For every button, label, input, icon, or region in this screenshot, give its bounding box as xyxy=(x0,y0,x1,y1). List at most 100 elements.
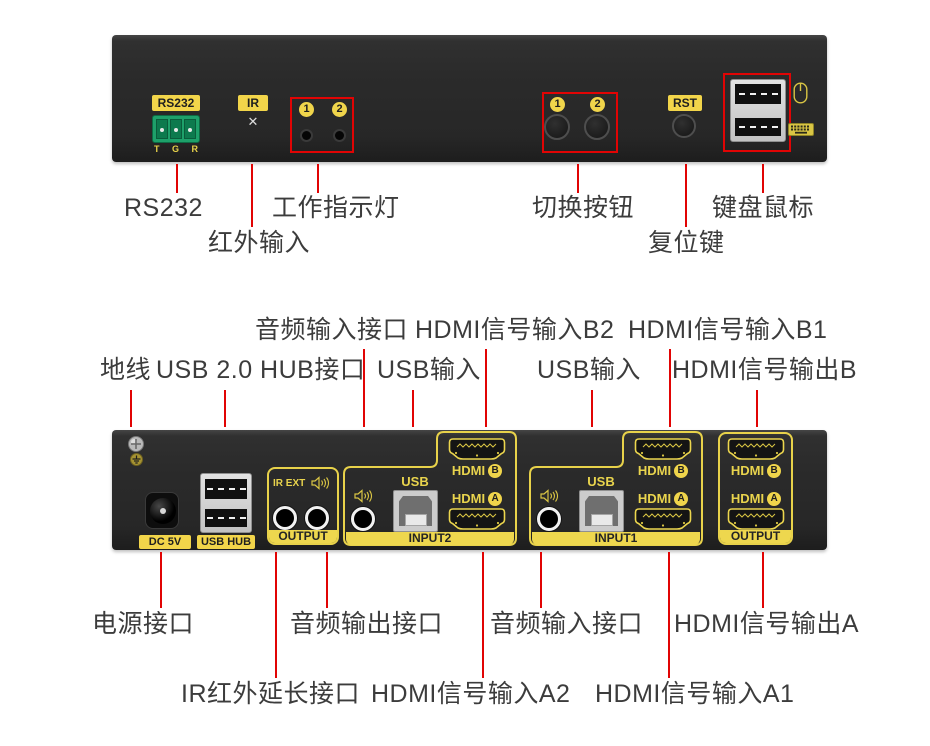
button1-number-badge: 1 xyxy=(550,97,565,112)
label-ground: 地线 xyxy=(100,356,152,384)
leader-reset-key xyxy=(685,164,687,227)
usb-in2-label: USB xyxy=(401,474,429,489)
rst-tag: RST xyxy=(668,95,702,111)
input2-bar: INPUT2 xyxy=(346,532,514,545)
hdmi-in-a2-port xyxy=(448,508,506,530)
leader-ir-ext xyxy=(275,552,277,678)
usb-in1-label: USB xyxy=(587,474,615,489)
leader-hdmi-in-a1 xyxy=(668,552,670,678)
switch-highlight-box xyxy=(542,92,618,153)
usb-port-bottom xyxy=(735,118,781,136)
leader-usb-in-2 xyxy=(412,390,414,427)
leader-audio-in-bottom xyxy=(540,552,542,608)
led-highlight-box xyxy=(290,97,354,153)
ir-receiver-mark: ✕ xyxy=(247,114,259,129)
leader-ground xyxy=(130,390,132,427)
keyboard-icon xyxy=(788,123,814,136)
dc-5v-tag: DC 5V xyxy=(139,535,191,549)
button2-number-badge: 2 xyxy=(590,97,605,112)
leader-hdmi-in-b2 xyxy=(485,349,487,427)
leader-hdmi-out-a xyxy=(762,552,764,608)
label-ir-ext: IR红外延长接口 xyxy=(181,680,361,708)
leader-audio-out xyxy=(326,552,328,608)
led2-indicator xyxy=(335,131,344,140)
usb-highlight-box xyxy=(723,73,791,152)
leader-usb-in-1 xyxy=(591,390,593,427)
label-audio-in-top: 音频输入接口 xyxy=(255,316,409,344)
input-section-outlines xyxy=(343,431,703,546)
hdmi-out-b-label: HDMI B xyxy=(727,463,785,478)
hdmi-out-b-port xyxy=(727,438,785,460)
label-hdmi-out-a: HDMI信号输出A xyxy=(674,610,860,638)
label-hdmi-in-a2: HDMI信号输入A2 xyxy=(371,680,571,708)
leader-kb-mouse xyxy=(762,164,764,193)
hdmi-b1-label: HDMI B xyxy=(634,463,692,478)
ir-ext-jack[interactable] xyxy=(273,506,297,530)
led1-number-badge: 1 xyxy=(299,102,314,117)
hdmi-in-b2-port xyxy=(448,438,506,460)
ir-ext-label: IR EXT xyxy=(273,478,306,489)
ground-screw xyxy=(128,436,144,452)
output-left-box xyxy=(267,467,339,545)
usb-hub-ports[interactable] xyxy=(200,473,252,533)
leader-work-led xyxy=(317,164,319,193)
label-kb-mouse: 键盘鼠标 xyxy=(712,194,815,222)
label-power: 电源接口 xyxy=(92,610,195,638)
leader-usb-hub xyxy=(224,390,226,427)
usb-hub-port-bottom xyxy=(205,509,247,527)
hdmi-a2-label: HDMI A xyxy=(448,491,506,506)
label-hdmi-in-b2: HDMI信号输入B2 xyxy=(415,316,615,344)
input1-bar: INPUT1 xyxy=(532,532,700,545)
label-hdmi-in-b1: HDMI信号输入B1 xyxy=(628,316,828,344)
audio-out-speaker-icon xyxy=(311,476,330,490)
label-usb-in-2: USB输入 xyxy=(377,356,481,384)
usb-in1-port[interactable] xyxy=(579,490,624,532)
hdmi-out-a-label: HDMI A xyxy=(727,491,785,506)
label-hdmi-out-b: HDMI信号输出B xyxy=(672,356,858,384)
ir-tag: IR xyxy=(238,95,268,111)
label-usb-in-1: USB输入 xyxy=(537,356,641,384)
front-panel: RS232 T G R IR ✕ 1 2 1 2 RST xyxy=(112,35,827,162)
mouse-icon xyxy=(793,82,808,104)
output-right-box xyxy=(718,432,793,545)
usb-port-top xyxy=(735,84,781,104)
leader-power xyxy=(160,552,162,608)
led1-indicator xyxy=(302,131,311,140)
switch-button-2[interactable] xyxy=(584,114,610,140)
earth-ground-icon xyxy=(130,453,143,466)
hdmi-b2-label: HDMI B xyxy=(448,463,506,478)
back-panel: DC 5V USB HUB IR EXT OUTPUT xyxy=(112,430,827,550)
led2-number-badge: 2 xyxy=(332,102,347,117)
leader-hdmi-in-b1 xyxy=(669,349,671,427)
usb-hub-port-top xyxy=(205,479,247,499)
leader-hdmi-in-a2 xyxy=(482,552,484,678)
label-audio-in-bottom: 音频输入接口 xyxy=(490,610,644,638)
hdmi-out-a-port xyxy=(727,508,785,530)
audio-out-jack[interactable] xyxy=(305,506,329,530)
label-switch-btn: 切换按钮 xyxy=(532,194,635,222)
output-left-bar: OUTPUT xyxy=(269,530,337,543)
leader-rs232 xyxy=(176,164,178,193)
front-usb-ports[interactable] xyxy=(730,79,786,142)
dc-power-jack[interactable] xyxy=(145,492,179,529)
switch-button-1[interactable] xyxy=(544,114,570,140)
leader-hdmi-out-b xyxy=(756,390,758,427)
audio-in1-speaker-icon xyxy=(540,489,559,503)
hdmi-a1-label: HDMI A xyxy=(634,491,692,506)
label-ir-input: 红外输入 xyxy=(208,229,311,257)
label-audio-out: 音频输出接口 xyxy=(290,610,444,638)
usb-in2-port[interactable] xyxy=(393,490,438,532)
rs232-tag: RS232 xyxy=(152,95,200,111)
rs232-terminal-block xyxy=(152,115,200,143)
audio-in2-jack[interactable] xyxy=(351,507,375,531)
label-reset-key: 复位键 xyxy=(648,229,725,257)
audio-in1-jack[interactable] xyxy=(537,507,561,531)
audio-in2-speaker-icon xyxy=(354,489,373,503)
rs232-pin-letters: T G R xyxy=(154,144,198,154)
hdmi-in-a1-port xyxy=(634,508,692,530)
label-rs232: RS232 xyxy=(124,194,203,222)
label-usb-hub: USB 2.0 HUB接口 xyxy=(156,356,366,384)
usb-hub-tag: USB HUB xyxy=(197,535,255,549)
reset-button[interactable] xyxy=(672,114,696,138)
